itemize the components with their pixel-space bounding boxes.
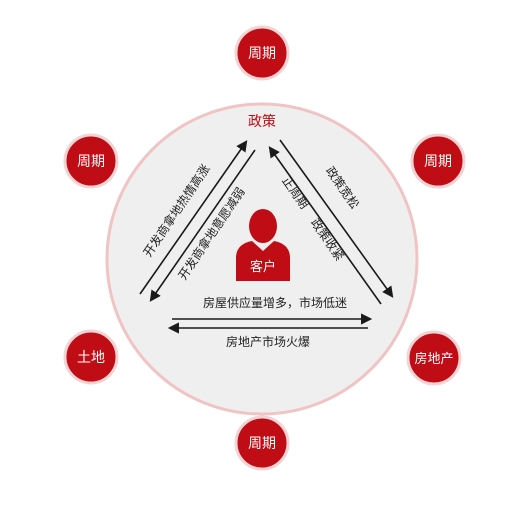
left-arrows: [139, 140, 256, 302]
person-silhouette-icon: [236, 209, 290, 281]
node-top-label: 周期: [248, 46, 276, 62]
node-upper-right: 周期: [410, 133, 466, 189]
left-outer-arrow: [139, 140, 248, 295]
node-bottom-label: 周期: [248, 436, 276, 452]
node-lower-right-label: 房地产: [414, 351, 453, 367]
bottom-arrows: [167, 313, 373, 334]
bottom-lower-text: 房地产市场火爆: [226, 334, 310, 349]
node-upper-right-label: 周期: [424, 154, 452, 170]
right-arrows: [268, 139, 394, 305]
node-upper-left-label: 周期: [77, 154, 105, 170]
bottom-upper-text: 房屋供应量增多，市场低迷: [203, 295, 347, 310]
node-lower-left: 土地: [63, 329, 119, 385]
node-top: 周期: [234, 25, 290, 81]
policy-label: 政策: [248, 113, 276, 130]
node-bottom: 周期: [234, 415, 290, 471]
left-inner-arrow: [149, 149, 256, 302]
node-lower-right: 房地产: [406, 330, 462, 386]
right-outer-arrow: [279, 139, 394, 298]
node-lower-left-label: 土地: [77, 350, 105, 366]
right-inner-arrow: [268, 146, 382, 305]
node-upper-left: 周期: [63, 133, 119, 189]
customer-label: 客户: [250, 259, 276, 275]
